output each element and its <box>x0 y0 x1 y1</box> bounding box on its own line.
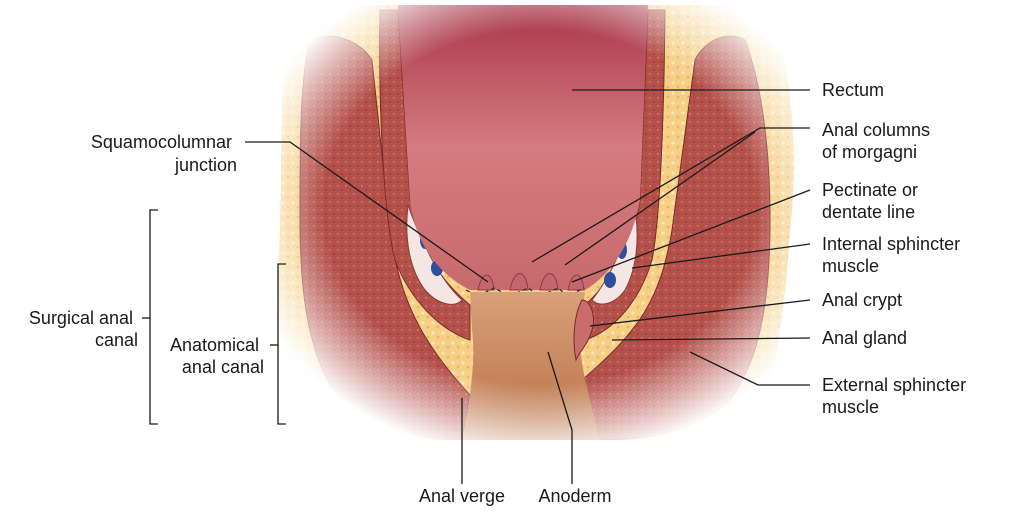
label-surgical-anal-canal: Surgical anal canal <box>29 308 138 350</box>
label-anal-crypt: Anal crypt <box>822 290 902 310</box>
label-external-sphincter: External sphincter muscle <box>822 375 971 417</box>
label-anoderm: Anoderm <box>538 486 611 506</box>
anatomy-illustration <box>250 0 830 470</box>
label-pectinate-line: Pectinate or dentate line <box>822 180 923 222</box>
label-rectum: Rectum <box>822 80 884 100</box>
label-anatomical-anal-canal: Anatomical anal canal <box>170 335 264 377</box>
label-squamocolumnar-junction: Squamocolumnar junction <box>91 132 237 175</box>
label-anal-gland: Anal gland <box>822 328 907 348</box>
surgical-canal-bracket <box>150 210 158 424</box>
label-anal-verge: Anal verge <box>419 486 505 506</box>
label-internal-sphincter: Internal sphincter muscle <box>822 234 965 276</box>
label-anal-columns: Anal columns of morgagni <box>822 120 935 162</box>
